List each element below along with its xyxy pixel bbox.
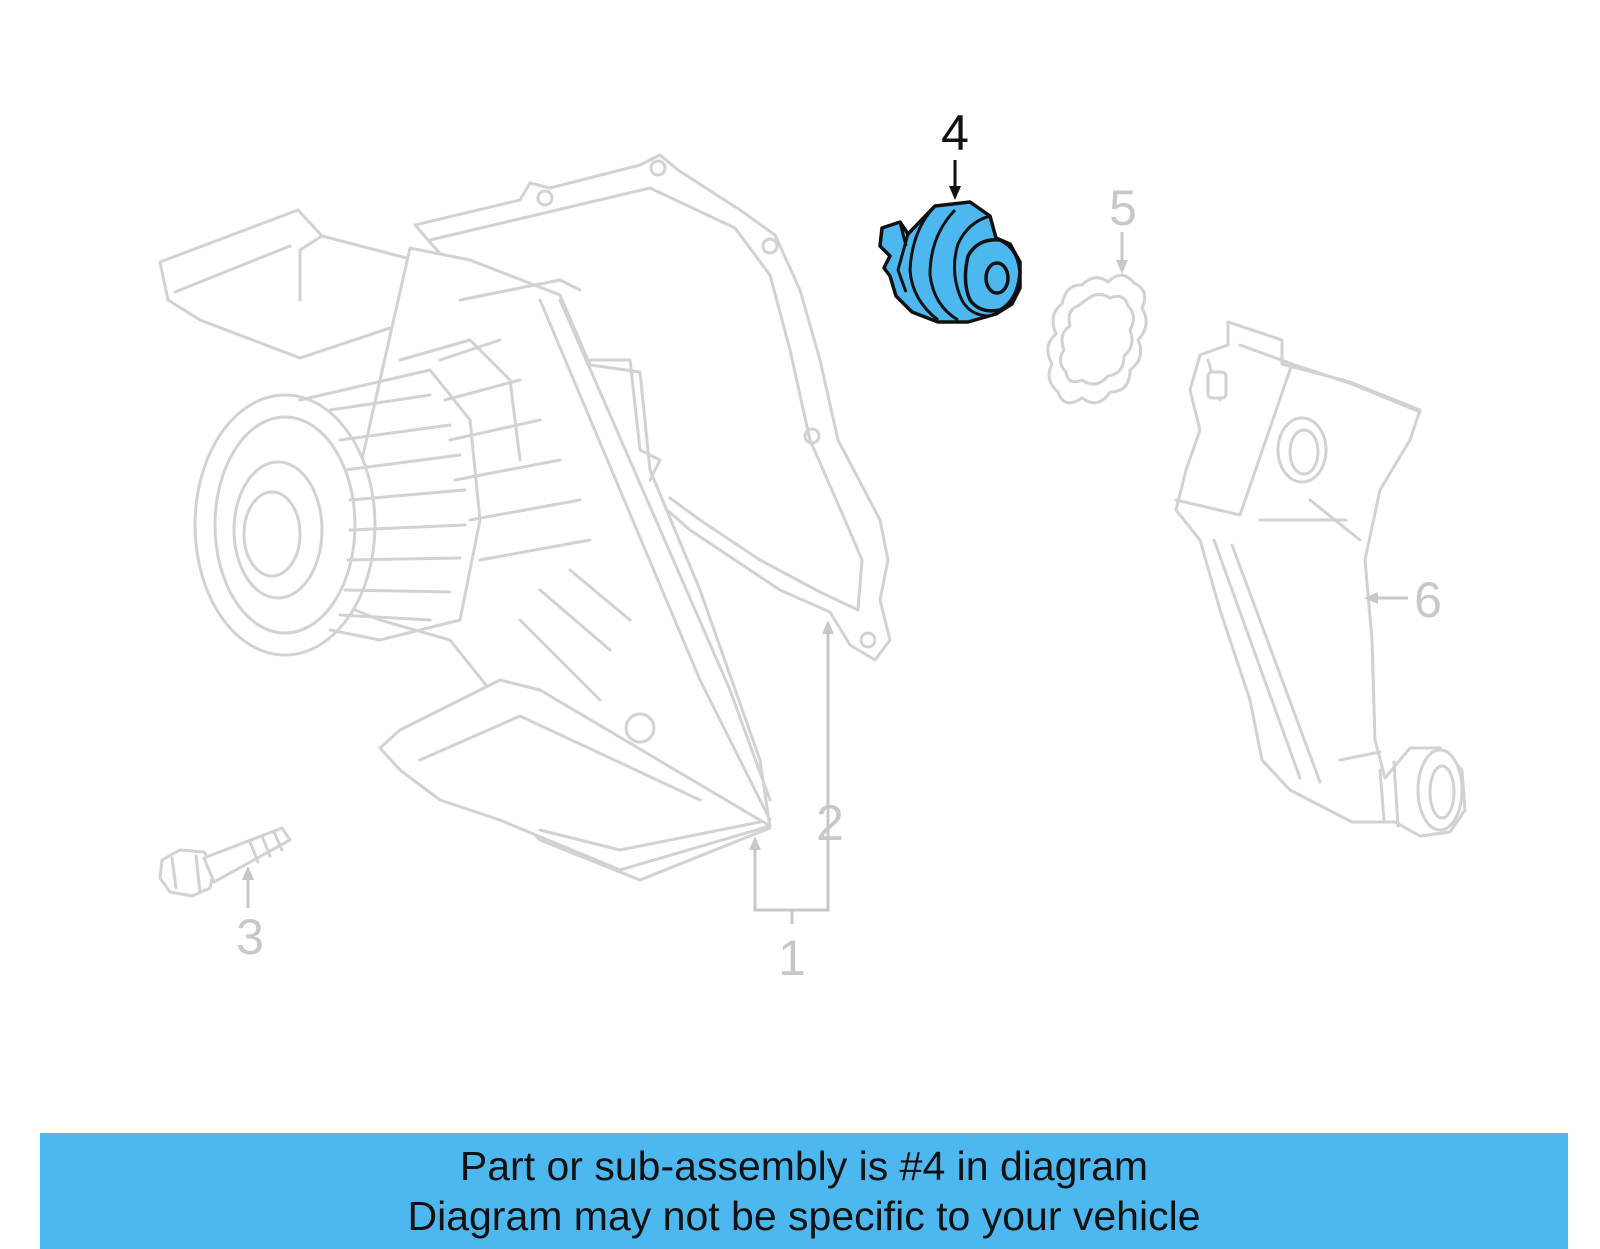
part-3-bolt[interactable]	[158, 826, 292, 898]
callout-3-label: 3	[236, 909, 264, 965]
info-banner: Part or sub-assembly is #4 in diagram Di…	[40, 1133, 1568, 1249]
callout-3: 3	[236, 866, 264, 965]
callout-4: 4	[941, 105, 969, 200]
part-5-gasket[interactable]	[1046, 273, 1148, 405]
callout-6-label: 6	[1414, 572, 1442, 628]
part-4-highlighted[interactable]	[878, 200, 1022, 324]
part-2-housing-gasket[interactable]	[413, 153, 892, 662]
part-1-water-pump-assembly[interactable]	[158, 208, 772, 882]
callout-2: 2	[816, 795, 844, 851]
callout-1-label: 1	[778, 930, 806, 986]
banner-line-2: Diagram may not be specific to your vehi…	[407, 1193, 1201, 1239]
callout-1: 1	[749, 620, 834, 986]
banner-line-1: Part or sub-assembly is #4 in diagram	[459, 1143, 1149, 1189]
callout-5-label: 5	[1109, 180, 1137, 236]
callout-4-label: 4	[941, 105, 969, 161]
callout-2-label: 2	[816, 795, 844, 851]
part-6-bracket[interactable]	[1174, 320, 1467, 838]
callout-6: 6	[1364, 572, 1442, 628]
callout-5: 5	[1109, 180, 1137, 274]
